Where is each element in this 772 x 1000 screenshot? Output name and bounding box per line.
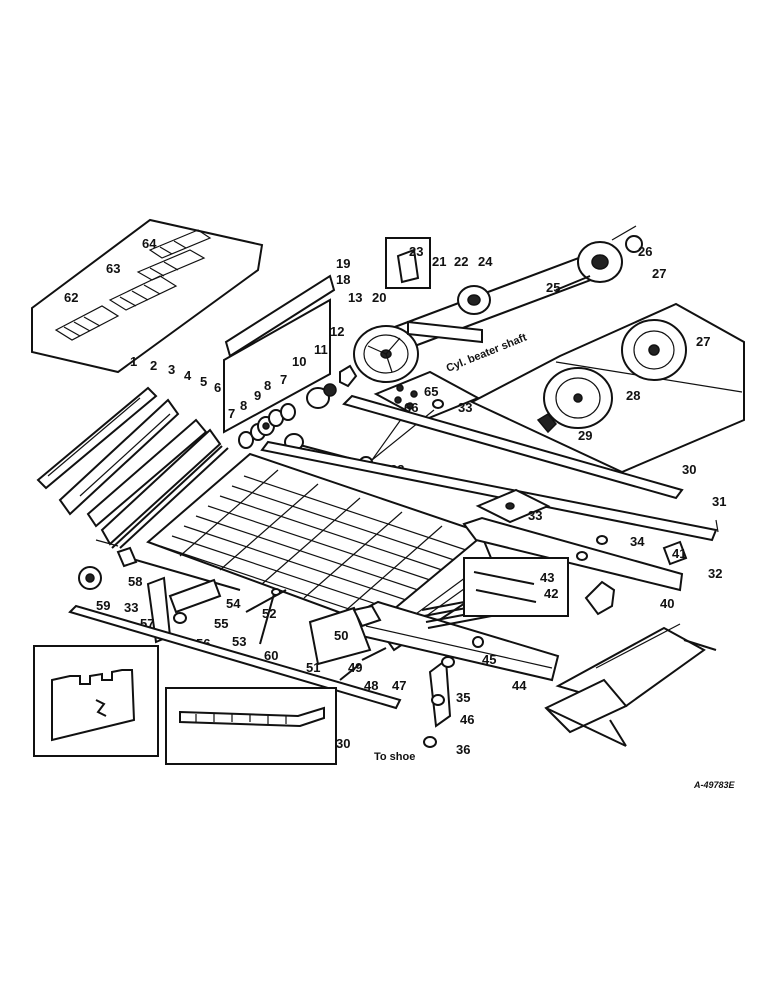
callout-6: 6 — [214, 380, 221, 395]
callout-31: 33 — [458, 400, 472, 415]
callout-49: 55 — [214, 616, 228, 631]
callout-42: 48 — [364, 678, 378, 693]
callout-33b: 34 — [630, 534, 645, 549]
callout-10: 10 — [292, 354, 306, 369]
callout-22: 26 — [638, 244, 652, 259]
callout-11: 11 — [314, 342, 328, 357]
callout-21: 25 — [546, 280, 560, 295]
callout-28: 31 — [712, 494, 726, 509]
callout-56: 63 — [106, 261, 120, 276]
callout-7a: 7 — [228, 406, 235, 421]
callout-39: 45 — [482, 652, 496, 667]
callout-35: 41 — [672, 546, 686, 561]
drawing-code: A-49783E — [693, 780, 736, 790]
to-shoe-note: To shoe — [374, 751, 415, 763]
pulley-inset — [469, 302, 745, 474]
drive-assembly — [353, 225, 643, 383]
callout-14: 18 — [336, 272, 350, 287]
callout-25: 28 — [626, 388, 640, 403]
callout-44: 50 — [334, 628, 348, 643]
callout-47: 53 — [232, 634, 246, 649]
callout-2: 2 — [150, 358, 157, 373]
callout-52: 58 — [128, 574, 142, 589]
washers-bearings — [238, 364, 358, 449]
callout-26: 29 — [578, 428, 592, 443]
left-side-sheets — [36, 386, 229, 549]
callout-16: 20 — [372, 290, 386, 305]
rear-panels — [223, 274, 336, 434]
callout-36: 42 — [544, 586, 558, 601]
callout-4: 4 — [184, 368, 192, 383]
callout-32: 33 — [528, 508, 542, 523]
callout-8b: 8 — [264, 378, 271, 393]
callout-7b: 7 — [280, 372, 287, 387]
callout-23: 27 — [652, 266, 666, 281]
front-rail-27 — [68, 604, 402, 710]
callout-18: 22 — [454, 254, 468, 269]
callout-5: 5 — [200, 374, 207, 389]
callout-15: 19 — [336, 256, 350, 271]
strip-inset — [165, 687, 337, 765]
callout-34: 40 — [660, 596, 674, 611]
callout-55: 62 — [64, 290, 78, 305]
callout-27b: 30 — [336, 736, 350, 751]
callout-1: 1 — [130, 354, 137, 369]
callout-53: 59 — [96, 598, 110, 613]
callout-33d: 36 — [456, 742, 470, 757]
callout-9: 9 — [254, 388, 261, 403]
callout-45: 51 — [306, 660, 320, 675]
right-bracket — [462, 516, 688, 617]
right-rails — [260, 394, 719, 542]
callout-8a: 8 — [240, 398, 247, 413]
callout-33c: 35 — [456, 690, 470, 705]
callout-43: 49 — [348, 660, 362, 675]
chute-64 — [544, 623, 717, 747]
callout-38: 44 — [512, 678, 527, 693]
callout-17: 21 — [432, 254, 446, 269]
sieve-inset — [31, 218, 264, 374]
callout-12: 12 — [330, 324, 344, 339]
tooth-plate-inset — [33, 645, 159, 757]
callout-20: 24 — [478, 254, 493, 269]
callout-48: 54 — [226, 596, 241, 611]
callout-29: 32 — [708, 566, 722, 581]
callout-33a: 33 — [124, 600, 138, 615]
callout-37: 43 — [540, 570, 554, 585]
callout-13: 13 — [348, 290, 362, 305]
shoe-lever — [423, 656, 455, 748]
callout-57: 64 — [142, 236, 157, 251]
callout-59: 65 — [424, 384, 438, 399]
callout-41: 47 — [392, 678, 406, 693]
callout-19: 23 — [409, 244, 423, 259]
callout-24: 27 — [696, 334, 710, 349]
callout-3: 3 — [168, 362, 175, 377]
callout-27a: 30 — [682, 462, 696, 477]
callout-54: 60 — [264, 648, 278, 663]
callout-40: 46 — [460, 712, 474, 727]
